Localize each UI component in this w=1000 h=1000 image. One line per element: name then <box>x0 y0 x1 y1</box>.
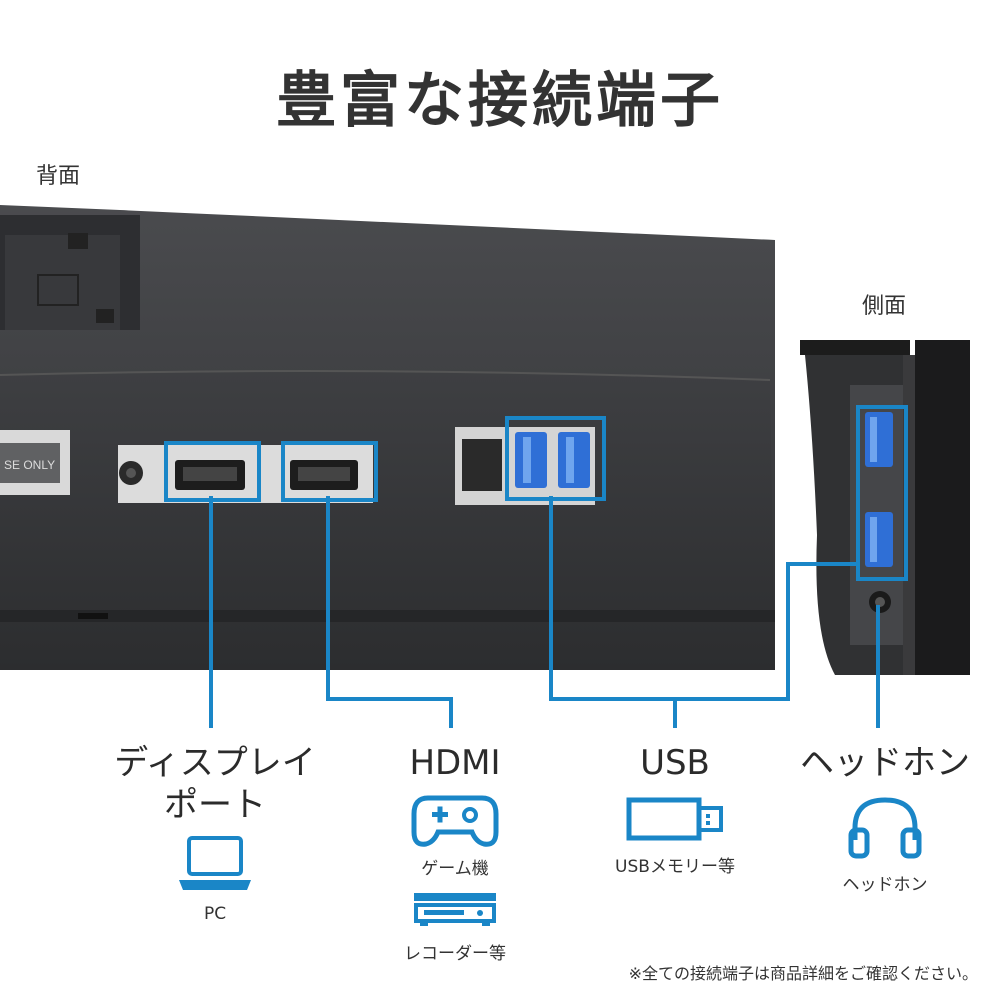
usb-connector-line-v3 <box>673 697 677 728</box>
usb-side-highlight <box>856 405 908 581</box>
gamepad-icon <box>411 795 499 847</box>
headphones-icon <box>848 797 922 859</box>
usb-sub-label: USBメモリー等 <box>615 857 735 877</box>
hdmi-item1-label: ゲーム機 <box>421 859 489 879</box>
hdmi-connector-line-v1 <box>326 496 330 701</box>
category-hdmi: HDMI ゲーム機 レコーダー等 <box>360 742 550 964</box>
panel-sticker: SE ONLY <box>4 458 55 472</box>
category-headphones: ヘッドホン ヘッドホン <box>795 742 975 895</box>
displayport-sub-label: PC <box>203 904 227 924</box>
monitor-side-image <box>800 340 970 675</box>
displayport-title-line2: ポート <box>164 785 266 825</box>
displayport-connector-line <box>209 496 213 728</box>
displayport-title-line1: ディスプレイ <box>114 743 316 783</box>
hdmi-item2-label: レコーダー等 <box>404 944 506 964</box>
hdmi-highlight <box>281 441 378 502</box>
side-view-label: 側面 <box>862 294 907 319</box>
usb-drive-icon <box>626 797 723 841</box>
category-displayport: ディスプレイ ポート PC <box>110 742 320 924</box>
laptop-icon <box>179 836 251 890</box>
usb-connector-line-v2 <box>786 562 790 701</box>
usb-connector-line-h2 <box>786 562 858 566</box>
headphone-connector-line <box>876 605 880 728</box>
usb-back-highlight <box>505 416 606 501</box>
back-view-label: 背面 <box>36 164 81 189</box>
footnote: ※全ての接続端子は商品詳細をご確認ください。 <box>628 964 978 983</box>
hdmi-title: HDMI <box>409 743 501 783</box>
usb-connector-line-v1 <box>549 496 553 701</box>
monitor-back-image: SE ONLY <box>0 205 775 670</box>
hdmi-connector-line-v2 <box>449 697 453 728</box>
headphones-sub-label: ヘッドホン <box>842 875 928 895</box>
category-usb: USB USBメモリー等 <box>590 742 760 877</box>
recorder-icon <box>414 893 496 926</box>
usb-title: USB <box>640 743 710 783</box>
headphones-title: ヘッドホン <box>800 743 970 783</box>
displayport-highlight <box>164 441 261 502</box>
usb-connector-line-h <box>549 697 790 701</box>
page-title: 豊富な接続端子 <box>276 66 724 136</box>
hdmi-connector-line-h <box>326 697 453 701</box>
